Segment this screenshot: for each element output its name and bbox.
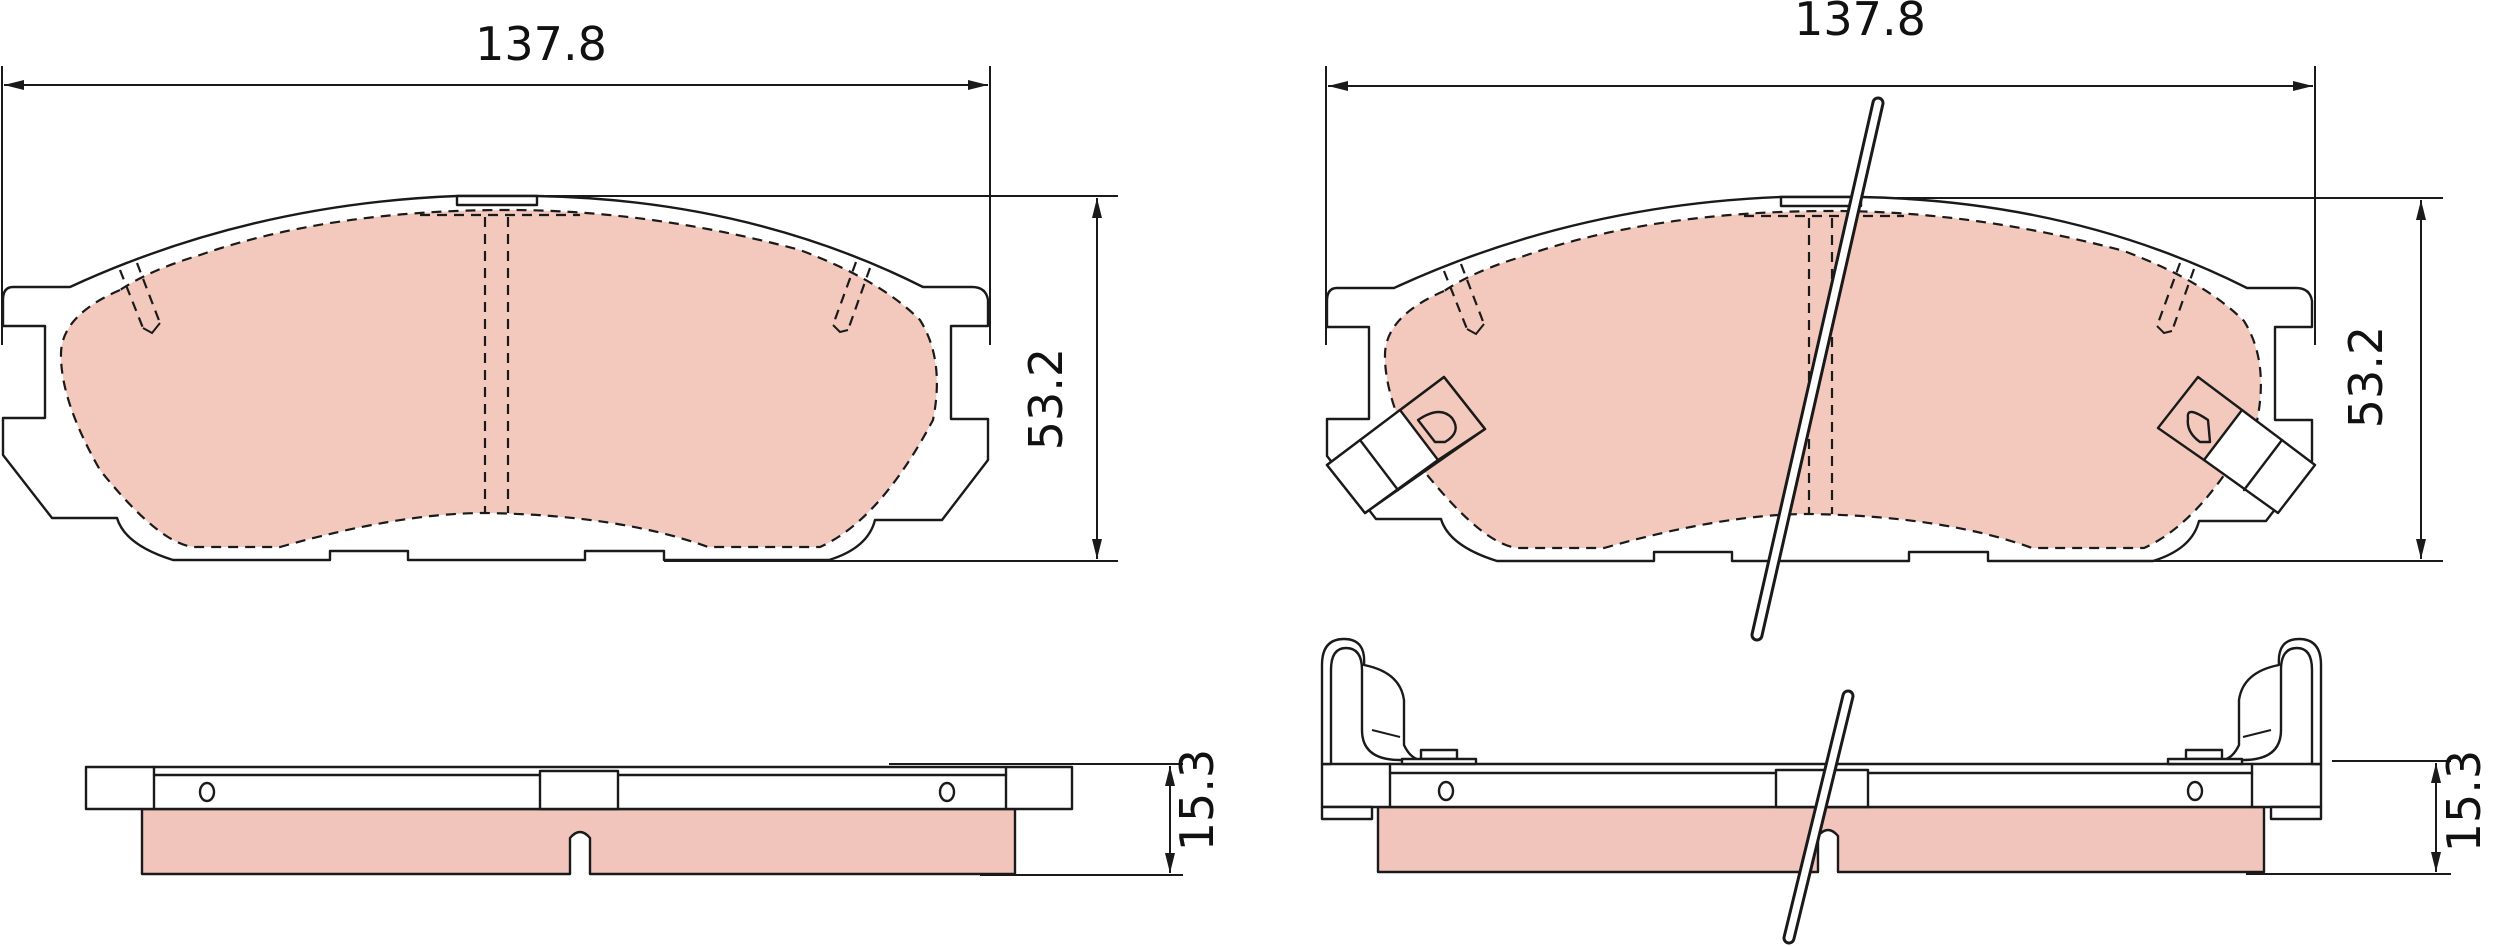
rivet-hole: [938, 781, 956, 803]
clip-foot: [2269, 805, 2323, 821]
clip-loop-right: [2166, 637, 2323, 766]
width-dimension-label: 137.8: [1794, 0, 1926, 46]
height-dimension-label: 53.2: [1019, 348, 1073, 450]
center-slot: [420, 213, 580, 513]
locator-pin-right: [2155, 262, 2196, 332]
width-dimension-label: 137.8: [475, 17, 607, 71]
friction-material: [1383, 209, 2262, 550]
rivet-hole: [1437, 780, 1455, 802]
pin-tip: [832, 324, 849, 334]
wire-spring: [1785, 692, 1852, 942]
left-pad-front-view: 137.8 53.2: [1, 17, 1118, 562]
thickness-dimension-label: 15.3: [1170, 749, 1224, 851]
rivet-hole: [2186, 780, 2204, 802]
clip-foot: [1320, 805, 1374, 821]
wire-spring: [1753, 99, 1882, 639]
locator-pin-left: [1442, 263, 1486, 330]
left-pad-side-view: 15.3: [84, 749, 1224, 876]
center-block: [538, 769, 620, 811]
rivet-hole: [198, 781, 216, 803]
locator-pin-right: [831, 261, 872, 331]
friction-material: [59, 208, 938, 549]
right-pad-front-view: 137.8 53.2: [1325, 0, 2443, 642]
wear-clip-left: [1325, 375, 1487, 515]
center-slot: [1744, 214, 1904, 514]
pin-tip: [142, 322, 161, 335]
clip-loop-left: [1320, 637, 1478, 766]
right-pad-side-view: 15.3: [1320, 637, 2491, 945]
thickness-dimension-label: 15.3: [2437, 750, 2491, 852]
clip-pin-d-shape: [2186, 410, 2212, 444]
pin-tip: [2156, 325, 2173, 335]
height-dimension-label: 53.2: [2339, 326, 2393, 428]
wear-clip-right: [2156, 375, 2317, 515]
clip-pin-d-shape: [1416, 410, 1457, 444]
friction-side: [140, 807, 1017, 876]
locator-pin-left: [118, 262, 162, 329]
pin-tip: [1466, 323, 1485, 336]
